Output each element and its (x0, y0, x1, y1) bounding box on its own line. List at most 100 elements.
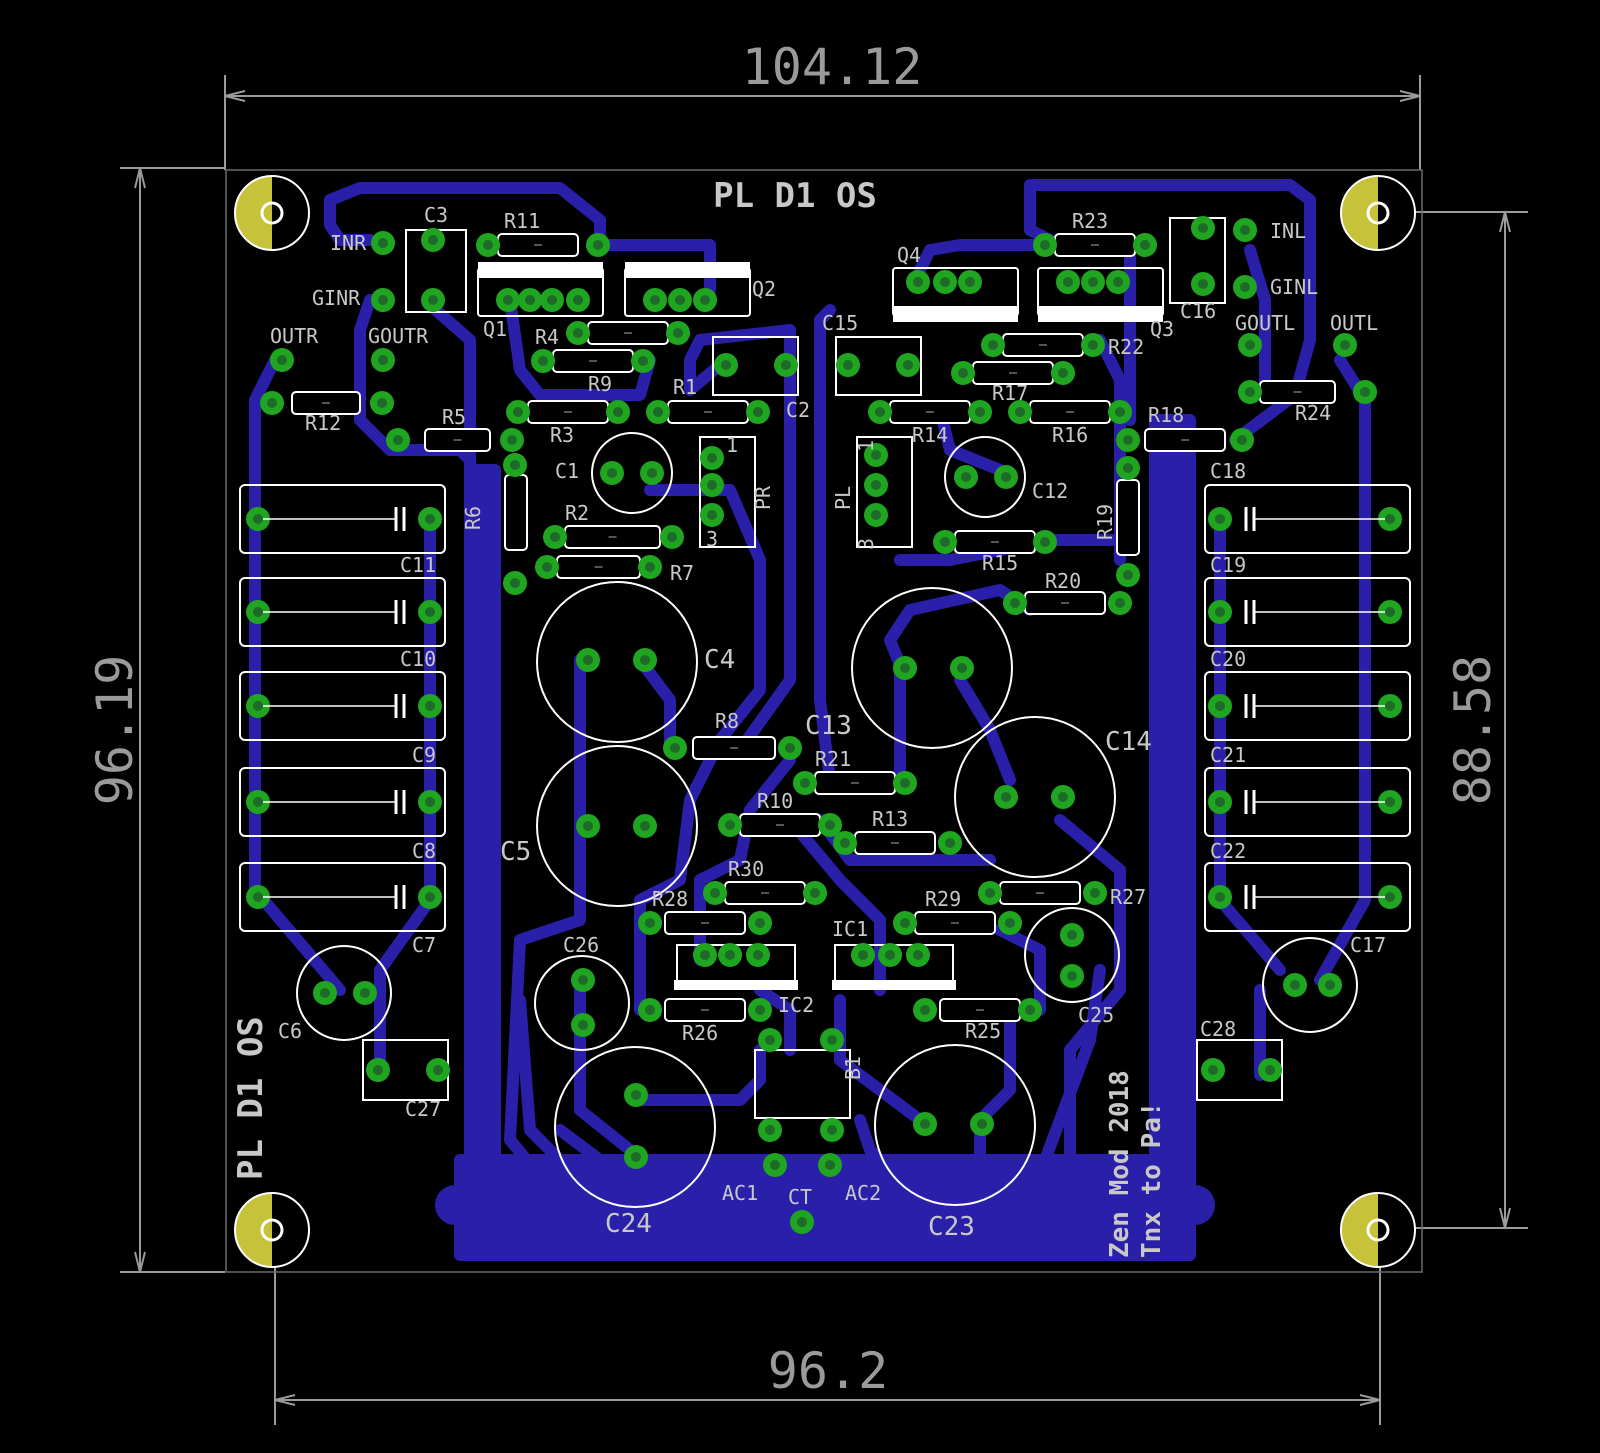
pad-drill (593, 240, 603, 250)
pad-drill (920, 1119, 930, 1129)
pad-drill (538, 356, 548, 366)
pad-drill (1040, 240, 1050, 250)
pad-drill (631, 1152, 641, 1162)
pad-drill (547, 295, 557, 305)
pad-drill (755, 1005, 765, 1015)
label-c6: C6 (278, 1019, 302, 1043)
pad-drill (1058, 368, 1068, 378)
label-q3: Q3 (1150, 317, 1174, 341)
pad-drill (653, 407, 663, 417)
label-r4: R4 (535, 325, 559, 349)
label-ac1: AC1 (722, 1181, 758, 1205)
cap-symbols (263, 507, 1385, 909)
pad-drill (1290, 980, 1300, 990)
label-ic2: IC2 (778, 993, 814, 1017)
pad-drill (840, 838, 850, 848)
pad-drill (573, 295, 583, 305)
dimension-right: 88.58 (1444, 655, 1502, 806)
pad-drill (1067, 971, 1077, 981)
label-r29: R29 (925, 887, 961, 911)
pad-drill (1063, 277, 1073, 287)
pad-drill (425, 607, 435, 617)
board-outline (225, 169, 1423, 1273)
label-c2: C2 (786, 398, 810, 422)
label-r11: R11 (504, 209, 540, 233)
label-c15: C15 (822, 311, 858, 335)
pad-drill (425, 797, 435, 807)
pad-drill (253, 514, 263, 524)
pad-drill (913, 277, 923, 287)
board-title-left: PL D1 OS (231, 1016, 271, 1180)
pad-drill (1040, 537, 1050, 547)
pad-drill (1385, 797, 1395, 807)
label-r5: R5 (442, 405, 466, 429)
pad-drill (913, 950, 923, 960)
pad-drill (483, 240, 493, 250)
pad-drill (673, 328, 683, 338)
pad-drill (1385, 514, 1395, 524)
label-c5: C5 (500, 837, 531, 867)
pad-drill (725, 950, 735, 960)
pad-drill (940, 277, 950, 287)
label-r7: R7 (670, 561, 694, 585)
pad-drill (765, 1035, 775, 1045)
label-c18: C18 (1210, 459, 1246, 483)
label-ac2: AC2 (845, 1181, 881, 1205)
pad-drill (1005, 918, 1015, 928)
pad-drill (1237, 435, 1247, 445)
pad-drill (765, 1125, 775, 1135)
pad-drill (988, 340, 998, 350)
label-r10: R10 (757, 789, 793, 813)
pad-drill (1215, 797, 1225, 807)
label-c8: C8 (412, 839, 436, 863)
label-c1: C1 (555, 459, 579, 483)
dimension-top: 104.12 (742, 38, 923, 96)
pad-drill (650, 295, 660, 305)
pad-drill (1067, 930, 1077, 940)
pad-drill (1215, 607, 1225, 617)
pad-drill (573, 328, 583, 338)
pad-drill (1058, 792, 1068, 802)
pad-drill (900, 778, 910, 788)
pad-drill (1025, 1005, 1035, 1015)
pad-drill (670, 743, 680, 753)
pad-drill (607, 468, 617, 478)
pad-drill (675, 295, 685, 305)
pad-drill (965, 277, 975, 287)
label-b1: B1 (841, 1056, 865, 1080)
label-c13: C13 (805, 711, 852, 741)
label-r3: R3 (550, 423, 574, 447)
label-r8: R8 (715, 709, 739, 733)
pad-drill (753, 407, 763, 417)
pad-drill (985, 888, 995, 898)
dimension-left: 96.19 (86, 655, 144, 806)
pad-drill (513, 407, 523, 417)
pad-drill (320, 988, 330, 998)
pad-drill (721, 360, 731, 370)
label-r28: R28 (652, 887, 688, 911)
pad-drill (875, 407, 885, 417)
pad-drill (425, 514, 435, 524)
label-r13: R13 (872, 807, 908, 831)
pad-drill (1245, 387, 1255, 397)
pad-drill (1010, 598, 1020, 608)
label-r1: R1 (673, 375, 697, 399)
pad-drill (1340, 340, 1350, 350)
label-r20: R20 (1045, 569, 1081, 593)
label-r12: R12 (305, 411, 341, 435)
pad-drill (785, 743, 795, 753)
pad-drill (647, 468, 657, 478)
pad-drill (1140, 240, 1150, 250)
resistor-body (1116, 479, 1140, 556)
pad-drill (667, 532, 677, 542)
dimension-bottom: 96.2 (768, 1342, 888, 1400)
label-outl: OUTL (1330, 311, 1378, 335)
label-c11: C11 (400, 553, 436, 577)
pad-drill (640, 655, 650, 665)
pad-drill (1123, 463, 1133, 473)
pad-drill (827, 1035, 837, 1045)
pad-drill (1015, 407, 1025, 417)
pad-drill (1385, 892, 1395, 902)
label-inr: INR (330, 231, 367, 255)
